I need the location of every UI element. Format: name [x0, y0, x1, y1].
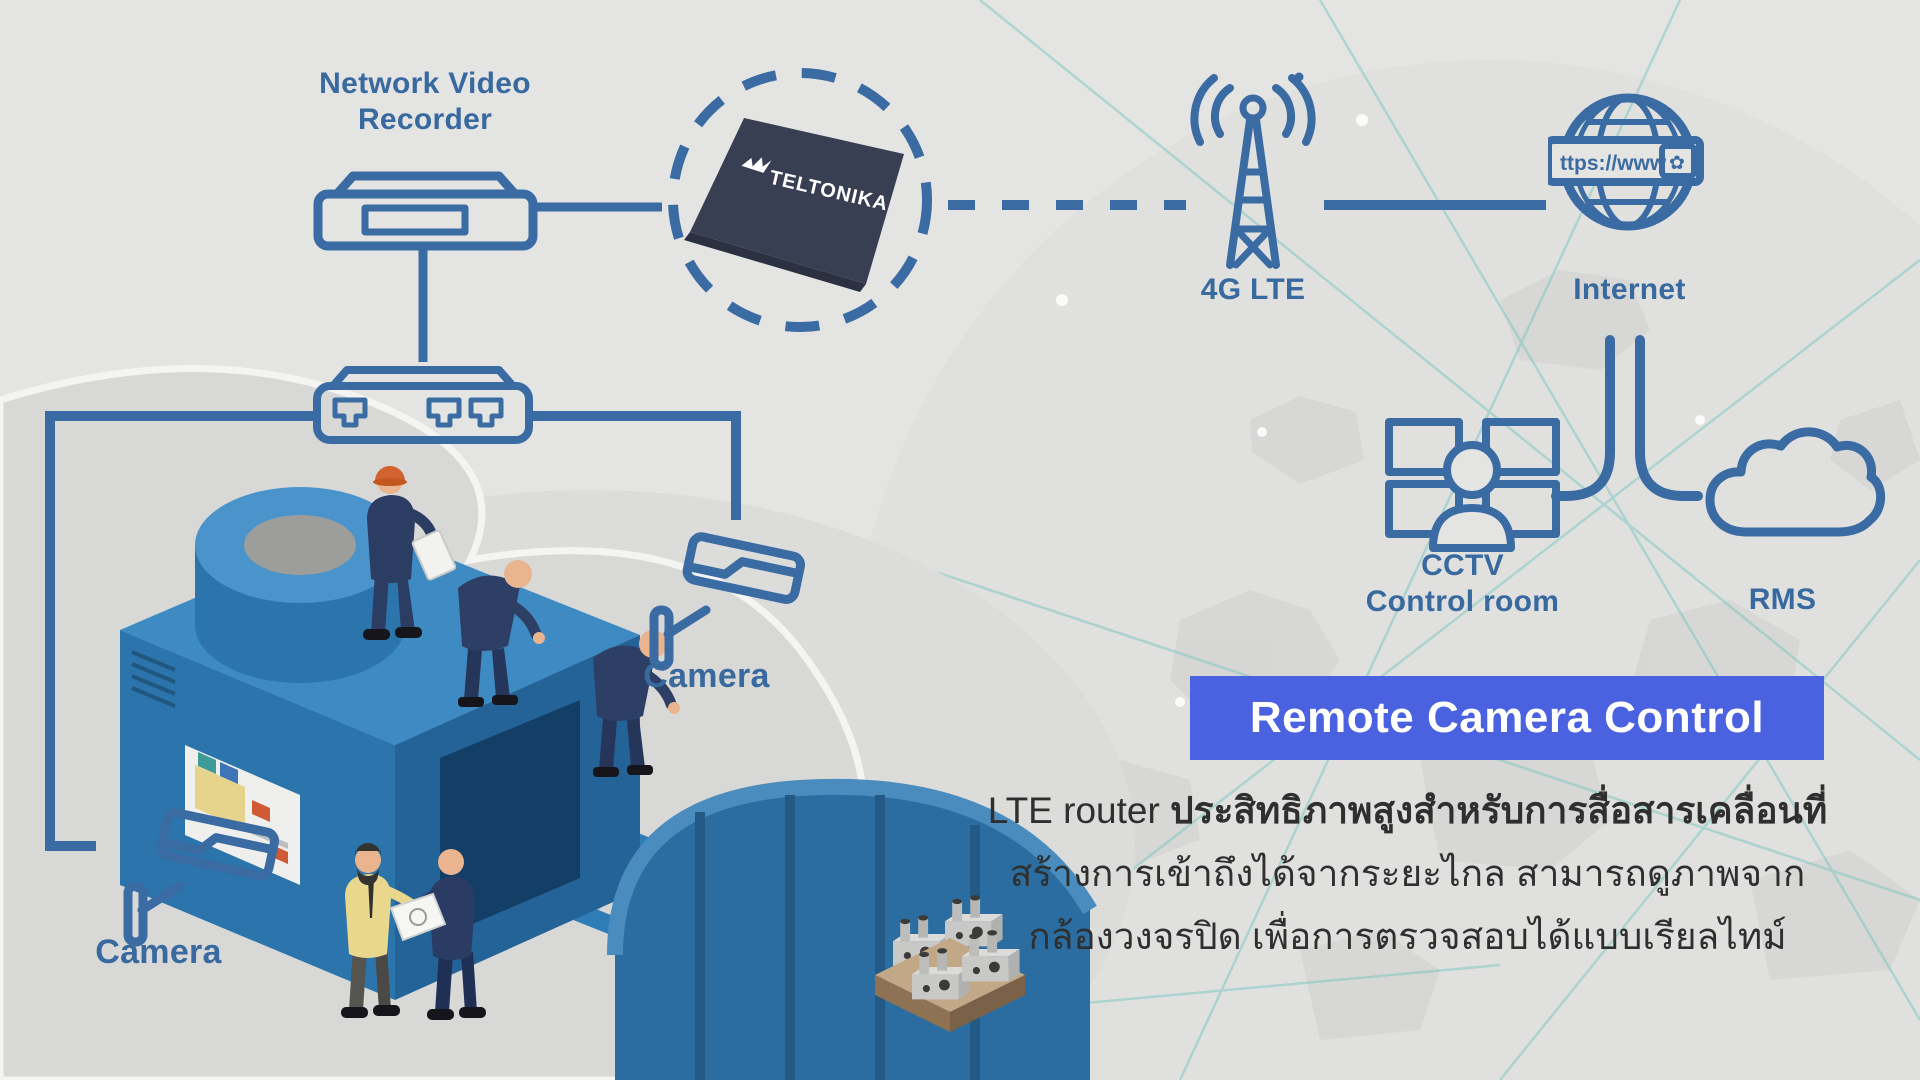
ethernet-port-icon: [332, 397, 368, 428]
cctv-label: CCTV Control room: [1365, 549, 1560, 618]
description-line-2: สร้างการเข้าถึงได้จากระยะไกล สามารถดูภาพ…: [1009, 853, 1806, 894]
cell-tower-icon: [1190, 72, 1316, 269]
ethernet-port-icon: [426, 397, 462, 428]
camera-left-label: Camera: [95, 933, 222, 971]
worker-supervisor: [363, 466, 457, 640]
nvr-label: Network Video Recorder: [319, 67, 531, 136]
globe-badge-icon: ✿: [1669, 153, 1685, 174]
worker-at-belt: [458, 560, 545, 707]
rms-cloud-icon: [1705, 427, 1886, 537]
line-internet-to-cctv: [1551, 335, 1615, 501]
globe-banner-text: ttps://www: [1560, 152, 1667, 175]
rms-label: RMS: [1748, 583, 1817, 616]
description-line-1: LTE router ประสิทธิภาพสูงสำหรับการสื่อสา…: [987, 790, 1828, 831]
camera-right-label: Camera: [643, 657, 770, 695]
ethernet-port-icon: [468, 397, 504, 428]
line-switch-to-left-camera: [45, 411, 317, 851]
teltonika-wing-icon: [741, 157, 772, 173]
cctv-control-room-icon: [1385, 418, 1560, 552]
parts-pallet: [875, 895, 1025, 1032]
network-switch-icon: [313, 366, 533, 444]
line-switch-to-right-camera: [529, 411, 741, 520]
dashed-circle-router-highlight: [668, 68, 932, 332]
title-text: Remote Camera Control: [1249, 693, 1765, 742]
cctv-camera-icon: [649, 532, 806, 671]
internet-label: Internet: [1573, 273, 1686, 306]
nvr-icon: [313, 171, 538, 251]
tower-label: 4G LTE: [1200, 273, 1306, 306]
internet-globe-icon: ttps://www ✿: [1548, 93, 1704, 231]
title-banner: Remote Camera Control: [1190, 676, 1824, 760]
cctv-camera-icon: [123, 808, 280, 947]
line-internet-to-rms: [1635, 335, 1703, 501]
workers-with-blueprint: [341, 843, 486, 1020]
description-line-3: กล้องวงจรปิด เพื่อการตรวจสอบได้แบบเรียลไ…: [1028, 916, 1787, 957]
description-text: LTE router ประสิทธิภาพสูงสำหรับการสื่อสา…: [975, 779, 1840, 968]
lte-router-device: TELTONIKA: [684, 118, 904, 292]
